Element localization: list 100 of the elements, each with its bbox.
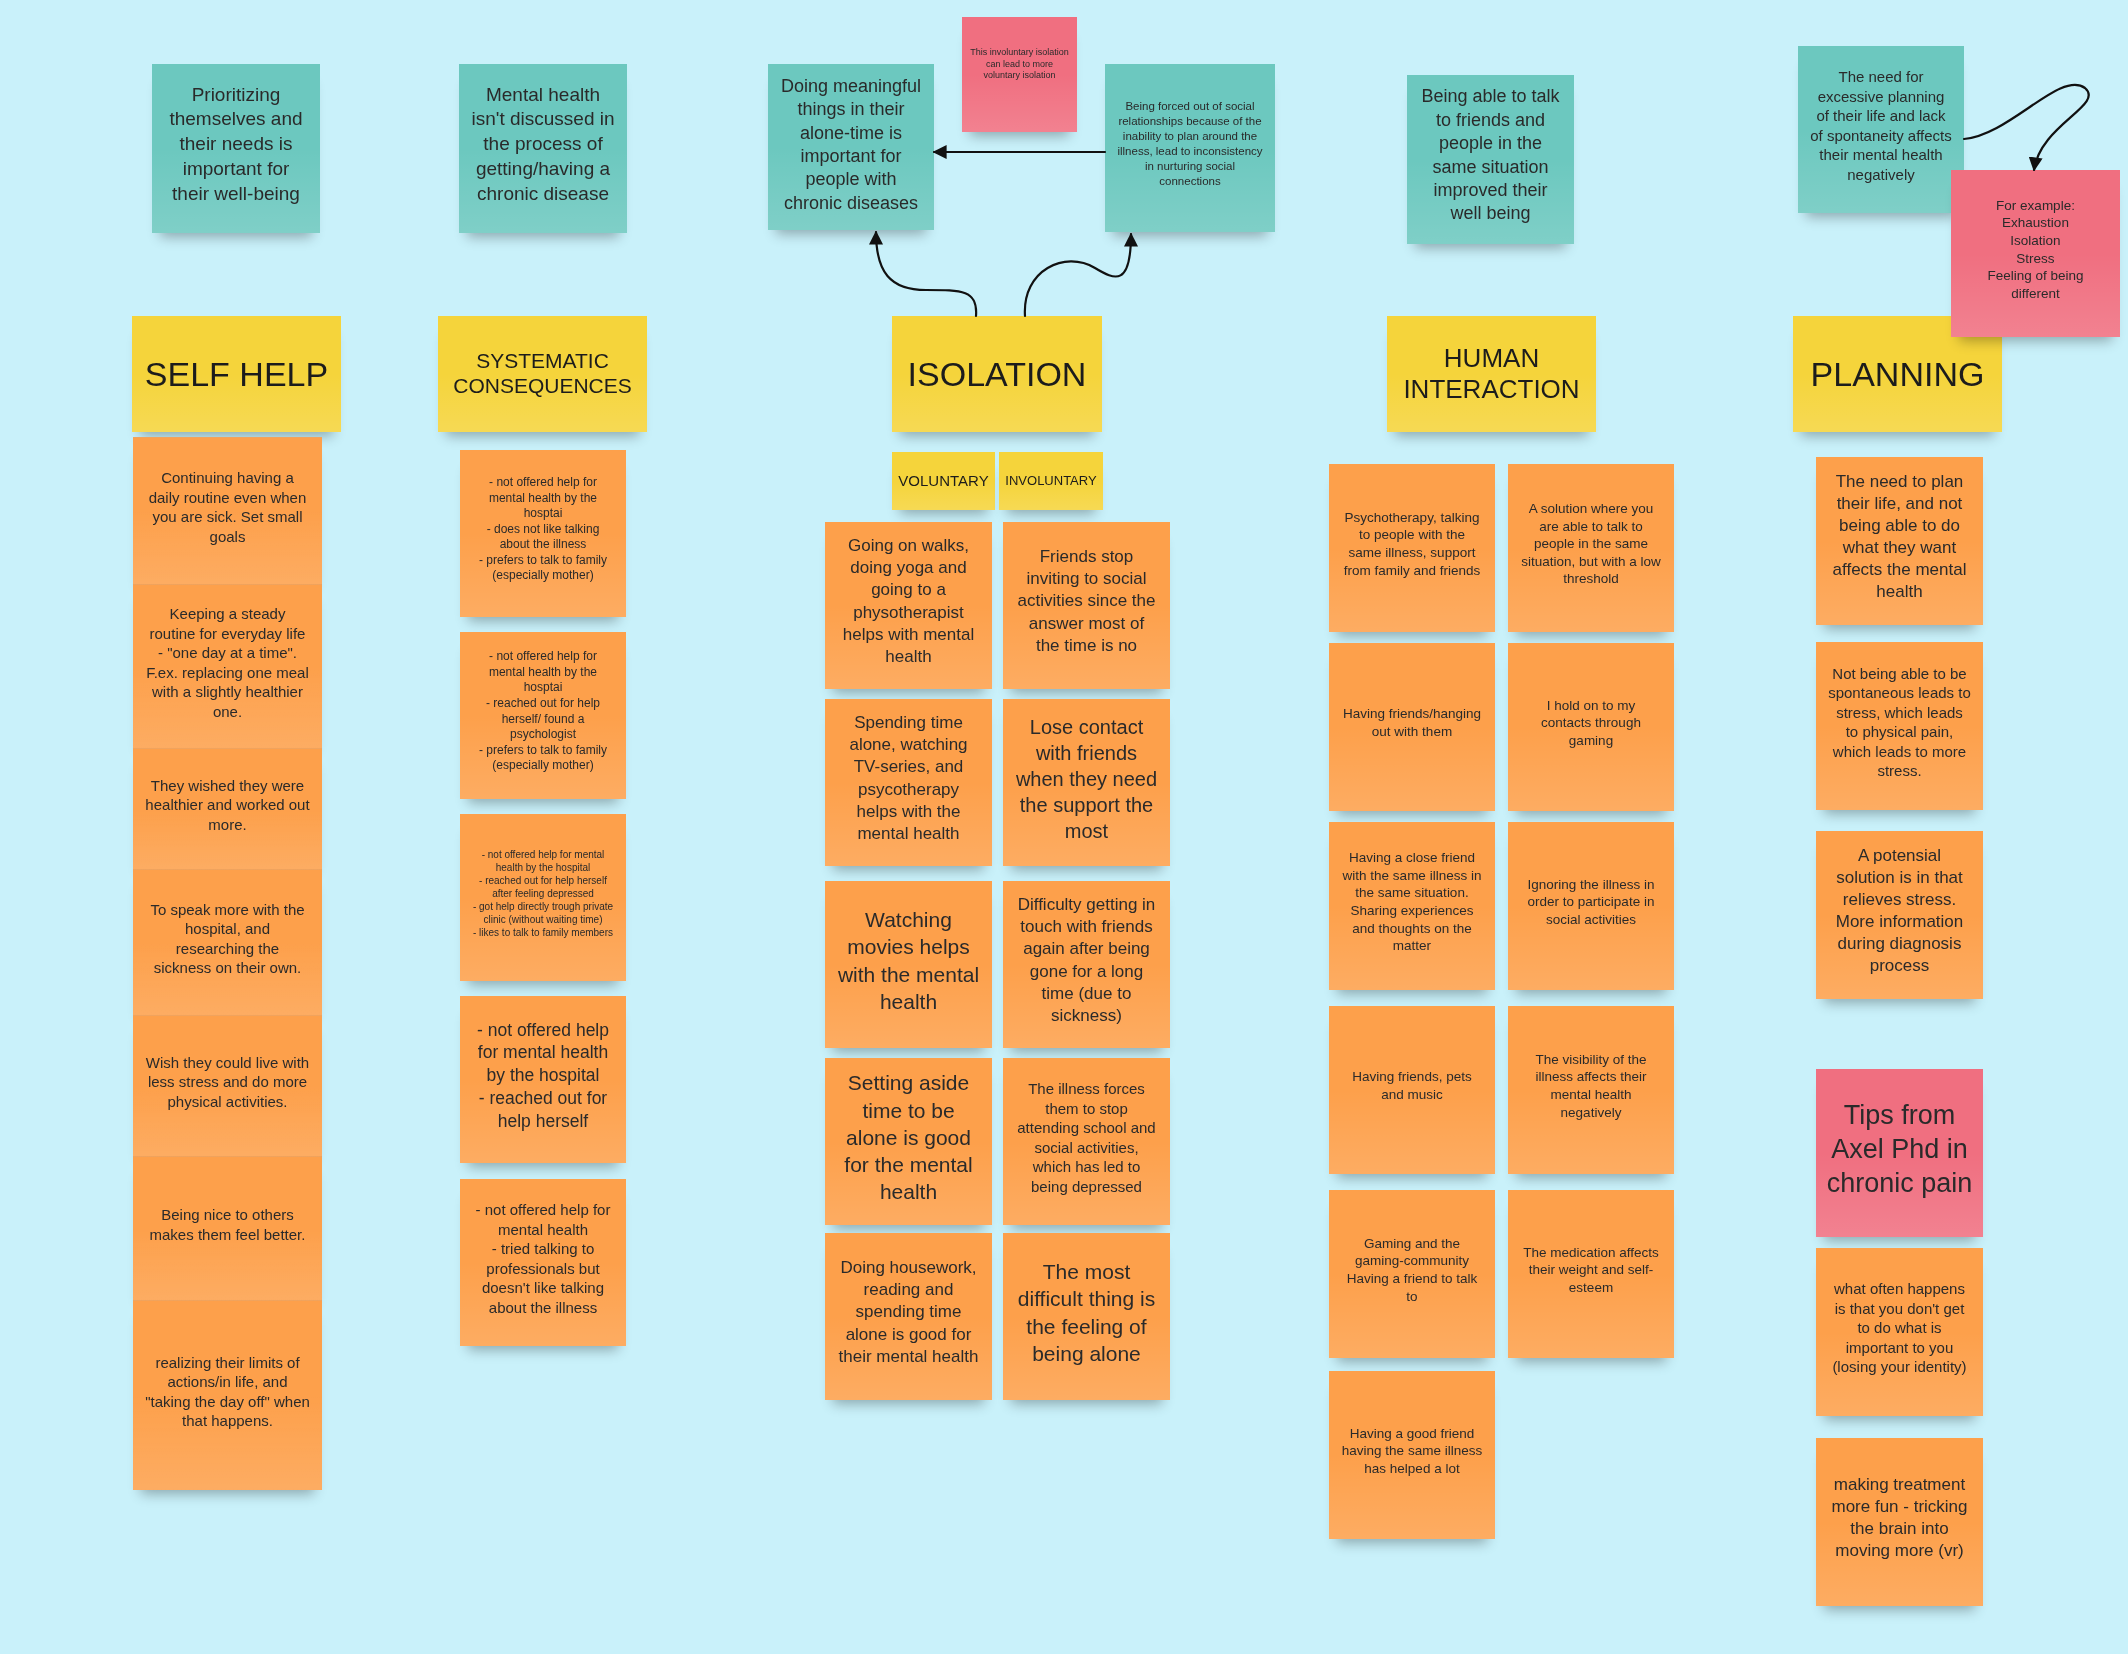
sticky-note [460, 814, 626, 981]
note-text: making treatment more fun - tricking the brain into moving more (vr) [1830, 1473, 1969, 1563]
note-text: Doing meaningful things in their alone-time is important for people with chronic diseases [779, 74, 923, 215]
note-text: Ignoring the illness in order to participate in social activities [1526, 875, 1656, 929]
note-text: Having friends/hanging out with them [1341, 705, 1483, 741]
note-text: - likes to talk to family members [472, 926, 613, 939]
sticky-note [133, 869, 322, 1015]
heading-text: PLANNING [1810, 353, 1985, 395]
note-text: The illness forces them to stop attending school and social activities, which has led to being depressed [1016, 1079, 1157, 1196]
sticky-note [133, 1015, 322, 1156]
sticky-note [1003, 1058, 1170, 1225]
sticky-note [133, 437, 322, 584]
header-note [132, 316, 341, 432]
sticky-note [825, 881, 992, 1048]
note-text: - not offered help for mental health by the hospital [480, 848, 606, 874]
note-text: A solution where you are able to talk to people in the same situation, but with a low threshold [1520, 500, 1662, 588]
note-text: - not offered help for mental health by the hosptai [487, 474, 599, 522]
sticky-note [768, 64, 934, 230]
note-text: Gaming and the gaming-community [1353, 1234, 1470, 1270]
sticky-note [133, 1300, 322, 1490]
note-text: - not offered help for mental health by the hospital [476, 1018, 610, 1087]
sticky-note [1407, 75, 1574, 244]
sticky-note [1329, 1190, 1495, 1358]
sticky-note [1816, 1248, 1983, 1416]
note-text: - tried talking to professionals but doesn't like talking about the illness [480, 1239, 606, 1317]
sticky-note [1508, 1190, 1674, 1358]
sticky-note [1508, 822, 1674, 990]
sticky-note [133, 1156, 322, 1300]
sticky-note [1003, 881, 1170, 1048]
sticky-note [1816, 1438, 1983, 1606]
note-text: A potensial solution is in that relieves stress. More information during diagnosis process [1834, 844, 1965, 978]
note-text: They wished they were healthier and worked out more. [145, 775, 310, 835]
note-text: Psychotherapy, talking to people with the same illness, support from family and friends [1342, 508, 1482, 580]
sticky-note [825, 522, 992, 689]
heading-text: SELF HELP [144, 353, 329, 395]
sticky-note [1508, 643, 1674, 811]
note-text: The medication affects their weight and self-esteem [1522, 1243, 1660, 1297]
note-text: realizing their limits of actions/in life, and "taking the day off" when that happens. [145, 1352, 310, 1431]
note-text: - not offered help for mental health by the hosptai [487, 649, 599, 696]
arrow [1023, 232, 1138, 318]
note-text: - prefers to talk to family (especially mother) [477, 552, 608, 585]
note-text: Difficulty getting in touch with friends again after being gone for a long time (due to sickness) [1016, 894, 1157, 1027]
header-note [1793, 316, 2002, 432]
note-text: - got help directly trough private clinic (without waiting time) [472, 900, 614, 926]
sticky-note [1508, 464, 1674, 632]
note-text: Feeling of being different [1986, 267, 2085, 303]
note-text: Mental health isn't discussed in the process of getting/having a chronic disease [471, 82, 615, 206]
sticky-note [460, 1179, 626, 1346]
sticky-note [133, 748, 322, 869]
note-text: This involuntary isolation can lead to more voluntary isolation [970, 47, 1069, 83]
header-note [438, 316, 647, 432]
sticky-note [1329, 643, 1495, 811]
note-text: Having friends, pets and music [1351, 1068, 1473, 1104]
note-text: Setting aside time to be alone is good for the mental health [843, 1070, 974, 1206]
sticky-note [1003, 522, 1170, 689]
note-text: - reached out for help herself after feeling depressed [478, 874, 608, 900]
note-text: The most difficult thing is the feeling of being alone [1016, 1258, 1157, 1367]
sticky-note [1816, 1069, 1983, 1237]
note-text: Having a close friend with the same illness in the same situation. Sharing experiences and thoughts on the matter [1341, 849, 1483, 955]
note-text: - not offered help for mental health [474, 1200, 612, 1239]
heading-text: HUMAN INTERACTION [1402, 343, 1581, 405]
header-note [999, 452, 1103, 510]
arrow [1962, 84, 2090, 172]
note-text: - reached out for help herself [477, 1086, 609, 1133]
note-text: Watching movies helps with the mental health [837, 906, 980, 1015]
note-text: - prefers to talk to family (especially mother) [477, 742, 608, 774]
note-text: For example: [1996, 196, 2075, 215]
sticky-note [962, 17, 1077, 132]
sticky-note [152, 64, 320, 233]
heading-text: INVOLUNTARY [1005, 473, 1097, 489]
sticky-note [825, 699, 992, 866]
note-text: Being able to talk to friends and people in the same situation improved their well being [1420, 85, 1561, 226]
note-text: Stress [2016, 249, 2055, 268]
heading-text: ISOLATION [907, 353, 1087, 395]
note-text: Friends stop inviting to social activities since the answer most of the time is no [1016, 546, 1157, 657]
sticky-note [1951, 170, 2120, 337]
note-text: - does not like talking about the illness [485, 521, 601, 553]
note-text: Tips from Axel Phd in chronic pain [1826, 1099, 1973, 1200]
note-text: Having a friend to talk to [1345, 1270, 1479, 1306]
note-text: - reached out for help herself/ found a psychologist [484, 695, 602, 743]
sticky-note [1003, 1233, 1170, 1400]
note-text: Being nice to others makes them feel better. [148, 1205, 307, 1244]
sticky-note [1003, 699, 1170, 866]
sticky-note [1508, 1006, 1674, 1174]
note-text: Going on walks, doing yoga and going to a physotherapist helps with mental health [841, 535, 976, 668]
sticky-note [1816, 457, 1983, 625]
sticky-note [459, 64, 627, 233]
header-note [892, 452, 995, 510]
note-text: Exhaustion [2002, 214, 2069, 232]
note-text: Isolation [2010, 231, 2061, 250]
sticky-note [460, 996, 626, 1163]
sticky-note [460, 450, 626, 617]
sticky-note [1798, 46, 1964, 213]
heading-text: SYSTEMATIC CONSEQUENCES [452, 349, 633, 399]
sticky-note [1105, 64, 1275, 232]
note-text: Not being able to be spontaneous leads to stress, which leads to physical pain, which leads to more stress. [1828, 663, 1971, 781]
note-text: The need for excessive planning of their life and lack of spontaneity affects their mental health negatively [1810, 67, 1952, 184]
sticky-note [133, 584, 322, 748]
note-text: Having a good friend having the same illness has helped a lot [1341, 1424, 1483, 1478]
heading-text: VOLUNTARY [898, 472, 989, 490]
